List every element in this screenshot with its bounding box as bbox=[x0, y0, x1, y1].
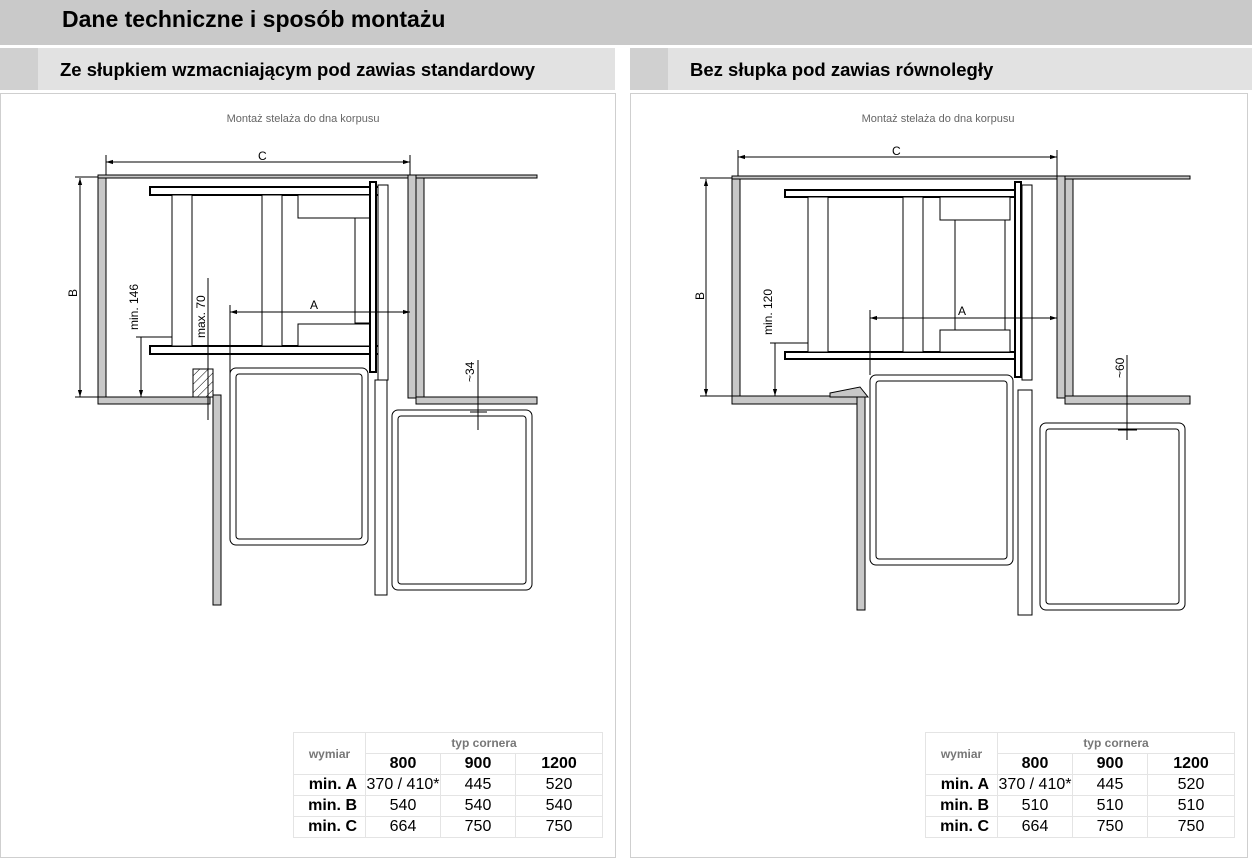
row-label: min. A bbox=[293, 774, 366, 796]
basket-side-left bbox=[391, 409, 533, 591]
caption-right: Montaż stelaża do dna korpusu bbox=[861, 113, 1015, 125]
row-label: min. C bbox=[293, 816, 366, 838]
cell: 510 bbox=[1072, 795, 1148, 817]
cell: 750 bbox=[440, 816, 516, 838]
row-label: min. A bbox=[925, 774, 998, 796]
col-1200: 1200 bbox=[515, 753, 603, 775]
col-header: wymiar bbox=[925, 732, 998, 775]
dim-c-label: C bbox=[892, 144, 901, 158]
cell: 664 bbox=[997, 816, 1073, 838]
rails-right bbox=[784, 181, 1033, 616]
col-900: 900 bbox=[1072, 753, 1148, 775]
section-title: Ze słupkiem wzmacniającym pod zawias sta… bbox=[60, 59, 535, 80]
section-title: Bez słupka pod zawias równoległy bbox=[690, 59, 994, 80]
cell: 664 bbox=[365, 816, 441, 838]
cell: 540 bbox=[515, 795, 603, 817]
panel-left bbox=[0, 93, 616, 858]
drawing-right bbox=[700, 150, 1191, 616]
cell: 370 / 410* bbox=[365, 774, 441, 796]
dim-min-label: min. 120 bbox=[761, 289, 775, 335]
group-header: typ cornera bbox=[365, 732, 603, 754]
dim-a-label: A bbox=[310, 298, 318, 312]
basket-front-left bbox=[229, 367, 369, 546]
col-header: wymiar bbox=[293, 732, 366, 775]
dim-b-label: B bbox=[693, 292, 707, 300]
cell: 750 bbox=[515, 816, 603, 838]
col-800: 800 bbox=[365, 753, 441, 775]
cell: 510 bbox=[997, 795, 1073, 817]
drawing-left bbox=[75, 155, 538, 606]
cell: 445 bbox=[440, 774, 516, 796]
basket-side-right bbox=[1039, 422, 1186, 611]
header-marker bbox=[0, 48, 38, 90]
reinforcing-post bbox=[192, 368, 214, 398]
cell: 510 bbox=[1147, 795, 1235, 817]
dim-max-label: max. 70 bbox=[194, 295, 208, 338]
dim-offset-label: ~60 bbox=[1113, 357, 1127, 378]
cabinet-left bbox=[97, 174, 538, 606]
col-900: 900 bbox=[440, 753, 516, 775]
dim-a-label: A bbox=[958, 304, 966, 318]
row-label: min. B bbox=[293, 795, 366, 817]
dim-offset-label: ~34 bbox=[463, 361, 477, 382]
cell: 750 bbox=[1147, 816, 1235, 838]
section-header-left: Ze słupkiem wzmacniającym pod zawias sta… bbox=[0, 48, 615, 90]
cell: 520 bbox=[515, 774, 603, 796]
cell: 540 bbox=[440, 795, 516, 817]
col-1200: 1200 bbox=[1147, 753, 1235, 775]
cell: 750 bbox=[1072, 816, 1148, 838]
section-header-right: Bez słupka pod zawias równoległy bbox=[630, 48, 1252, 90]
dim-min-label: min. 146 bbox=[127, 284, 141, 330]
cell: 520 bbox=[1147, 774, 1235, 796]
cell: 370 / 410* bbox=[997, 774, 1073, 796]
caption-left: Montaż stelaża do dna korpusu bbox=[226, 113, 380, 125]
basket-front-right bbox=[869, 374, 1014, 566]
panel-right bbox=[630, 93, 1248, 858]
title-bar: Dane techniczne i sposób montażu bbox=[0, 0, 1252, 45]
dim-c-label: C bbox=[258, 149, 267, 163]
row-label: min. B bbox=[925, 795, 998, 817]
page-title: Dane techniczne i sposób montażu bbox=[62, 6, 446, 32]
cell: 540 bbox=[365, 795, 441, 817]
cell: 445 bbox=[1072, 774, 1148, 796]
col-800: 800 bbox=[997, 753, 1073, 775]
rails-left bbox=[149, 181, 389, 596]
row-label: min. C bbox=[925, 816, 998, 838]
group-header: typ cornera bbox=[997, 732, 1235, 754]
header-marker bbox=[630, 48, 668, 90]
dim-b-label: B bbox=[66, 289, 80, 297]
